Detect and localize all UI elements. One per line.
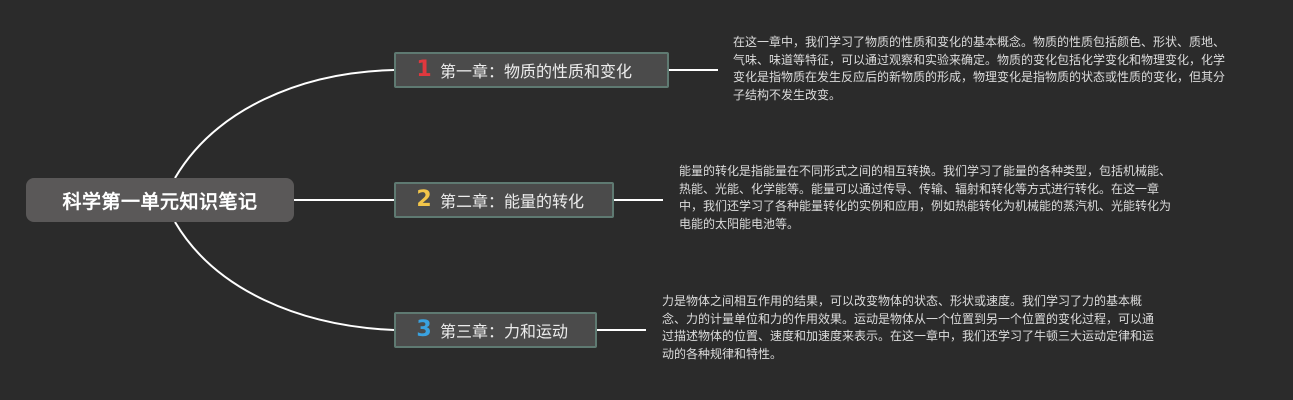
chapter-2-topic[interactable]: 2 第二章：能量的转化 (394, 182, 614, 218)
chapter-3-topic[interactable]: 3 第三章：力和运动 (394, 312, 597, 348)
chapter-3-title: 第三章：力和运动 (440, 322, 569, 341)
chapter-1-number-icon: 1 (416, 57, 432, 82)
chapter-3-note[interactable]: 力是物体之间相互作用的结果，可以改变物体的状态、形状或速度。我们学习了力的基本概… (662, 294, 1155, 361)
root-topic[interactable]: 科学第一单元知识笔记 (26, 178, 294, 222)
chapter-2-number-icon: 2 (416, 187, 432, 212)
chapter-2-note[interactable]: 能量的转化是指能量在不同形式之间的相互转换。我们学习了能量的各种类型，包括机械能… (679, 164, 1172, 231)
chapter-3-number-icon: 3 (416, 317, 432, 342)
branch-line-3 (174, 221, 395, 331)
chapter-1-title: 第一章：物质的性质和变化 (440, 62, 633, 81)
branch-line-1 (174, 69, 395, 179)
chapter-1-topic[interactable]: 1 第一章：物质的性质和变化 (394, 52, 669, 88)
chapter-2-title: 第二章：能量的转化 (440, 192, 585, 211)
chapter-1-note[interactable]: 在这一章中，我们学习了物质的性质和变化的基本概念。物质的性质包括颜色、形状、质地… (733, 35, 1226, 102)
